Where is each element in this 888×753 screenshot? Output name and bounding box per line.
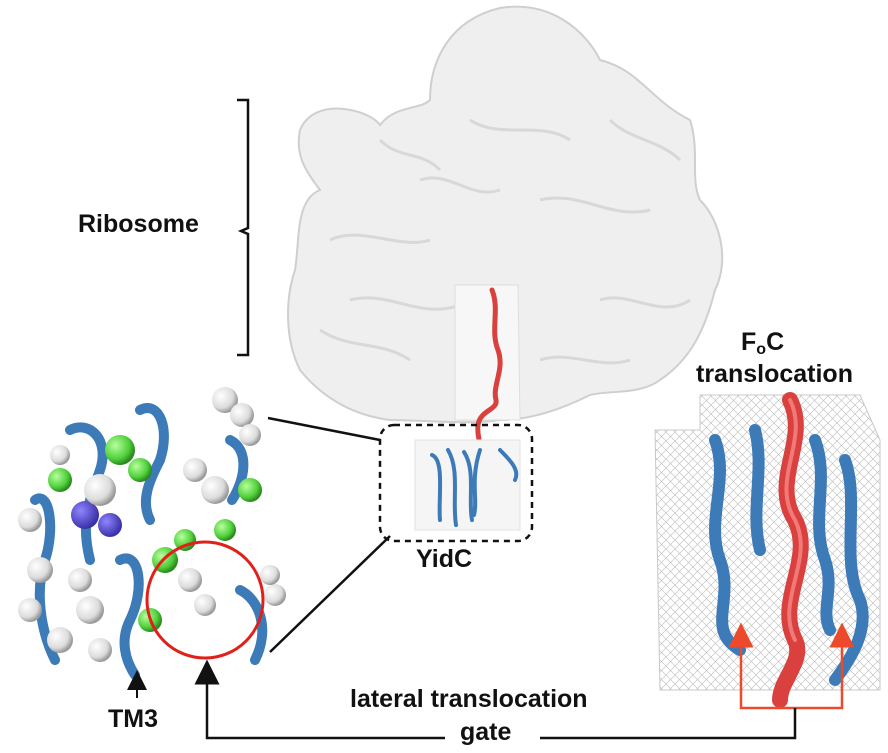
ribosome-label: Ribosome: [78, 210, 199, 238]
zoom-connector-top: [267, 416, 381, 442]
foc-label-end: C: [766, 328, 785, 356]
zoom-connector-bottom: [269, 535, 391, 653]
foc-label-sub: o: [756, 341, 767, 358]
gate-connector-line: [207, 672, 797, 740]
gate-label-line1: lateral translocation: [350, 685, 588, 713]
tm3-label: TM3: [108, 705, 158, 733]
yidc-center-structure: [414, 439, 521, 531]
ribosome-bracket: [237, 98, 250, 357]
yidc-dashed-box: [378, 423, 534, 543]
foc-label-main: F: [741, 328, 757, 356]
yidc-label: YidC: [416, 545, 473, 573]
gate-label-line2: gate: [460, 718, 512, 746]
foc-label: FoC: [741, 328, 785, 358]
translocation-label: translocation: [696, 360, 853, 388]
ribosome-density: [287, 5, 724, 424]
yidc-zoom-structure: [18, 387, 286, 680]
foc-gate-arrows: [739, 690, 844, 710]
foc-structure: [654, 392, 881, 708]
